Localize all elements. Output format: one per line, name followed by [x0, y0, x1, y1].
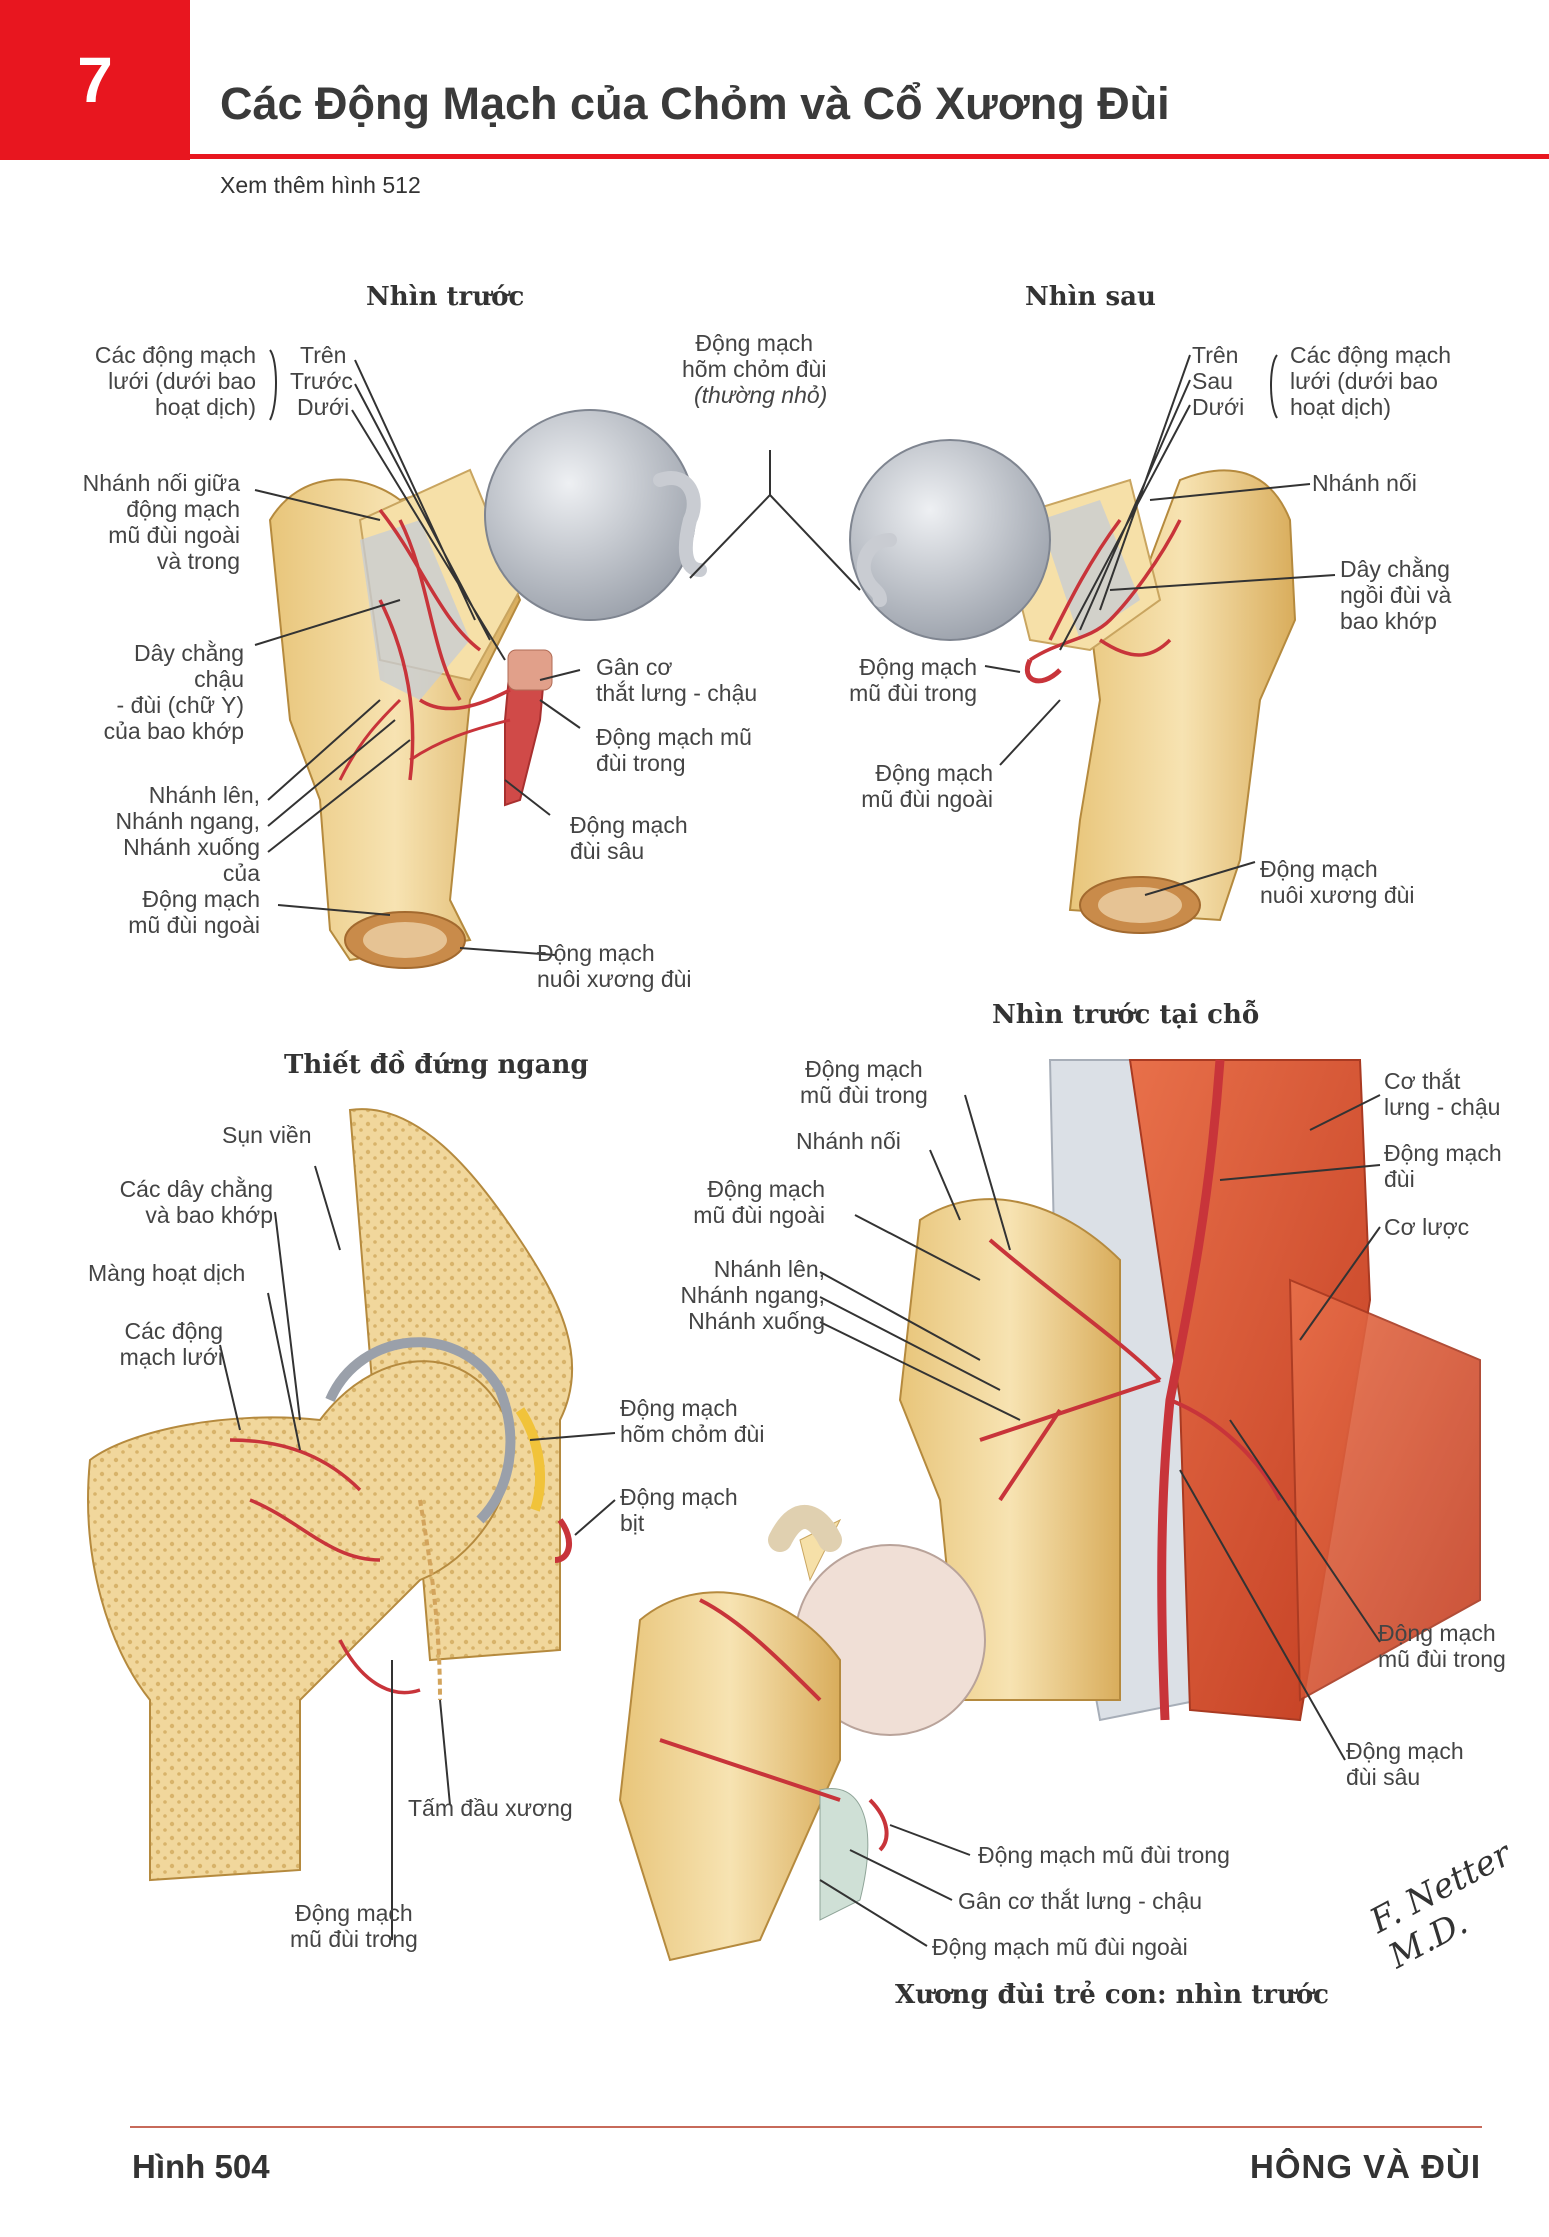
label-iliofemoral-ligament: Dây chằng chậu - đùi (chữ Y) của bao khớ…	[103, 640, 244, 744]
section-title: HÔNG VÀ ĐÙI	[1249, 2148, 1481, 2185]
label-situ-medial-circumflex-bottom: Động mạch mũ đùi trong	[1378, 1620, 1506, 1672]
label-situ-medial-circumflex-top: Động mạch mũ đùi trong	[800, 1056, 928, 1108]
label-retinacular-arteries: Các động mạch lưới (dưới bao hoạt dịch)	[94, 342, 256, 420]
label-post-superior: Trên	[1192, 342, 1239, 368]
in-situ-figure	[898, 1059, 1481, 1722]
label-child-iliopsoas-tendon: Gân cơ thắt lưng - chậu	[958, 1888, 1202, 1914]
label-situ-anastomosis: Nhánh nối	[796, 1128, 901, 1154]
label-coronal-medial-circumflex: Động mạch mũ đùi trong	[290, 1900, 418, 1952]
title-rule	[190, 154, 1549, 159]
chapter-number-tab: 7	[0, 0, 190, 160]
label-obturator-artery: Động mạch bịt	[620, 1484, 738, 1536]
label-anastomosis-medial-lateral: Nhánh nối giữa động mạch mũ đùi ngoài và…	[82, 470, 240, 574]
label-femoral-artery: Động mạch đùi	[1384, 1140, 1502, 1192]
label-medial-circumflex-artery: Động mạch mũ đùi trong	[596, 724, 752, 776]
view-title-posterior: Nhìn sau	[1025, 282, 1156, 312]
label-post-lateral-circumflex: Động mạch mũ đùi ngoài	[861, 760, 993, 812]
view-title-anterior: Nhìn trước	[366, 282, 525, 312]
label-post-medial-circumflex: Động mạch mũ đùi trong	[849, 654, 977, 706]
view-title-coronal: Thiết đồ đứng ngang	[284, 1050, 589, 1080]
label-iliopsoas-tendon: Gân cơ thắt lưng - chậu	[596, 654, 758, 706]
label-iliopsoas-muscle: Cơ thắt lưng - chậu	[1384, 1068, 1501, 1120]
label-post-nutrient-artery: Động mạch nuôi xương đùi	[1260, 856, 1415, 908]
coronal-section-figure	[87, 1108, 574, 1882]
label-coronal-retinacular: Các động mạch lưới	[119, 1318, 223, 1370]
anterior-view-figure	[268, 409, 707, 969]
label-labrum: Sụn viền	[222, 1122, 312, 1148]
figure-number: Hình 504	[132, 2148, 270, 2185]
label-inferior: Dưới	[297, 394, 350, 420]
leader-lines	[219, 349, 1381, 1947]
footer-rule	[130, 2126, 1482, 2128]
label-coronal-foveal-artery: Động mạch hõm chỏm đùi	[620, 1395, 765, 1447]
see-also-reference[interactable]: Xem thêm hình 512	[220, 172, 421, 198]
label-ischiofemoral-ligament: Dây chằng ngồi đùi và bao khớp	[1340, 556, 1452, 634]
child-femur-figure	[618, 1505, 986, 1962]
label-post-anastomosis: Nhánh nối	[1312, 470, 1417, 496]
label-post-posterior: Sau	[1192, 368, 1233, 394]
child-femur-caption: Xương đùi trẻ con: nhìn trước	[895, 1980, 1330, 2010]
label-lateral-circumflex-branches: Nhánh lên, Nhánh ngang, Nhánh xuống của …	[115, 782, 260, 938]
label-child-lateral-circumflex: Động mạch mũ đùi ngoài	[932, 1934, 1188, 1960]
label-superior: Trên	[300, 342, 347, 368]
label-post-inferior: Dưới	[1192, 394, 1245, 420]
label-child-medial-circumflex: Động mạch mũ đùi trong	[978, 1842, 1230, 1868]
view-title-in-situ: Nhìn trước tại chỗ	[992, 1000, 1260, 1030]
label-nutrient-artery: Động mạch nuôi xương đùi	[537, 940, 692, 992]
page-title: Các Động Mạch của Chỏm và Cổ Xương Đùi	[220, 78, 1170, 129]
label-pectineus-muscle: Cơ lược	[1384, 1214, 1470, 1240]
label-deep-femoral-artery: Động mạch đùi sâu	[570, 812, 688, 864]
posterior-view-figure	[849, 439, 1297, 934]
label-foveal-artery-note: (thường nhỏ)	[694, 382, 828, 408]
label-situ-branches: Nhánh lên, Nhánh ngang, Nhánh xuống	[680, 1256, 825, 1334]
label-situ-deep-femoral: Động mạch đùi sâu	[1346, 1738, 1464, 1790]
label-ligaments-capsule: Các dây chằng và bao khớp	[119, 1176, 273, 1228]
label-situ-lateral-circumflex: Động mạch mũ đùi ngoài	[693, 1176, 825, 1228]
label-anterior: Trước	[290, 368, 353, 394]
label-synovial-membrane: Màng hoạt dịch	[88, 1260, 246, 1286]
label-epiphyseal-plate: Tấm đầu xương	[408, 1795, 573, 1821]
label-foveal-artery: Động mạch hõm chỏm đùi	[682, 330, 827, 382]
label-post-retinacular-arteries: Các động mạch lưới (dưới bao hoạt dịch)	[1290, 342, 1452, 420]
